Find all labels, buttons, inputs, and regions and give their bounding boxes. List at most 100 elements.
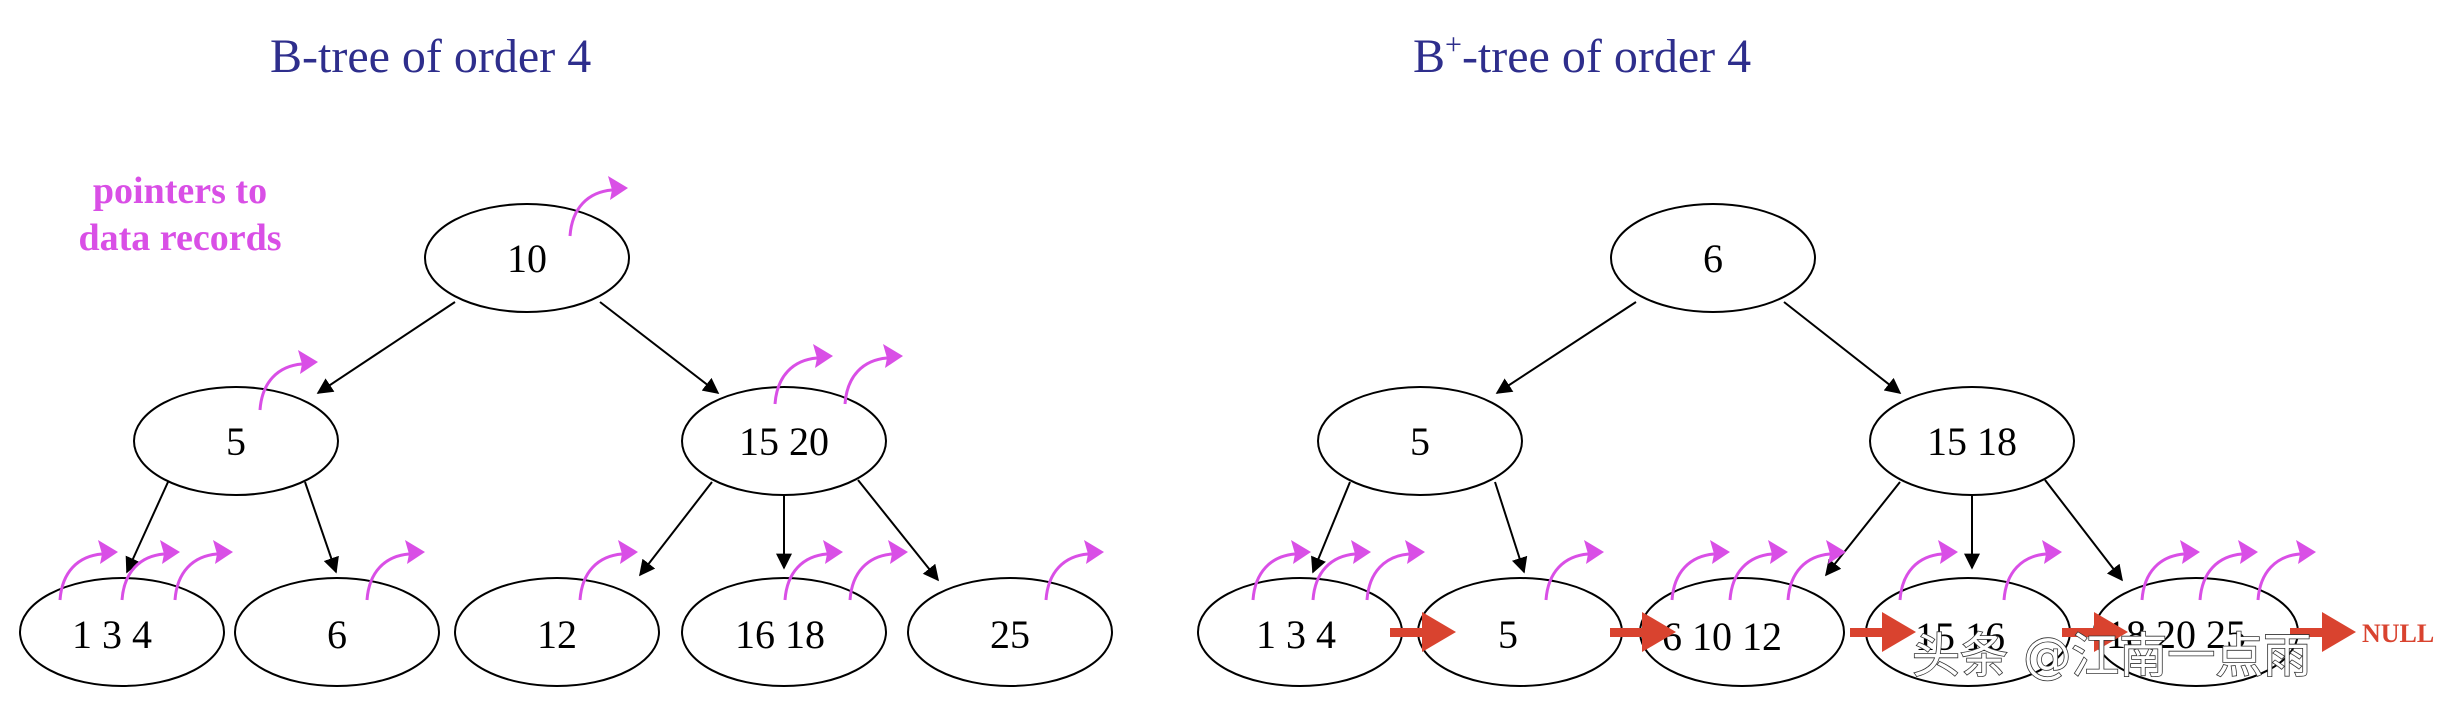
leaf-link-arrow (1390, 612, 1456, 652)
bplus-leaf-1-label: 1 3 4 (1256, 612, 1336, 657)
bplus-leaf-3-label: 6 10 12 (1662, 614, 1782, 659)
btree-edge-right-leaf5 (857, 479, 939, 582)
data-record-pointer-arrow (1251, 552, 1296, 601)
data-record-pointer-arrow (1365, 552, 1410, 601)
bplus-tree-title: B+-tree of order 4 (1413, 28, 1751, 83)
btree-edge-root-left (316, 301, 456, 394)
btree-leaf-2 (234, 577, 440, 687)
annotation-line-1: pointers to (93, 170, 267, 212)
bplus-title-prefix: B (1413, 30, 1445, 83)
leaf-link-arrow-to-null (2290, 612, 2356, 652)
btree-nodes (19, 203, 1113, 687)
bplus-right-node (1869, 386, 2075, 496)
btree-leaf-3 (454, 577, 660, 687)
bplus-title-suffix: -tree of order 4 (1462, 30, 1751, 83)
data-record-pointer-arrow (1544, 552, 1589, 601)
data-record-pointer-arrow (258, 362, 303, 411)
btree-leaf-1-label: 1 3 4 (72, 612, 152, 657)
btree-leaf-4 (681, 577, 887, 687)
bplus-edge-left-leaf2 (1494, 481, 1528, 574)
data-record-pointer-arrowhead (883, 344, 903, 368)
data-record-pointer-arrow (2002, 552, 2047, 601)
btree-leaf-5 (907, 577, 1113, 687)
btree-root-label: 10 (507, 236, 547, 281)
bplus-nodes (1197, 203, 2299, 687)
data-record-pointer-arrow (783, 552, 828, 601)
data-record-pointer-arrowhead (98, 540, 118, 564)
data-record-pointer-arrow (578, 552, 623, 601)
btree-edge-right-leaf3 (639, 481, 713, 577)
btree-edge-left-leaf2 (304, 481, 339, 574)
bplus-edge-left-leaf1 (1311, 481, 1351, 574)
watermark: 头条 @江南一点雨 (1912, 628, 2311, 684)
bplus-right-label: 15 18 (1927, 419, 2017, 464)
data-record-pointer-arrow (1670, 552, 1715, 601)
data-record-pointer-arrowhead (213, 540, 233, 564)
data-record-pointer-arrow (2198, 552, 2243, 601)
bplus-root-label: 6 (1703, 236, 1723, 281)
bplus-leaf-links (1390, 612, 2356, 652)
data-record-pointer-arrow (58, 552, 103, 601)
bplus-left-label: 5 (1410, 419, 1430, 464)
data-record-pointer-arrowhead (1405, 540, 1425, 564)
data-record-pointer-arrowhead (1826, 540, 1846, 564)
data-record-pointer-arrow (1311, 552, 1356, 601)
data-record-pointer-arrowhead (1710, 540, 1730, 564)
bplus-title-superscript: + (1445, 28, 1462, 61)
btree-edges (125, 301, 939, 582)
btree-leaf-1 (19, 577, 225, 687)
btree-title: B-tree of order 4 (270, 30, 591, 83)
data-record-pointer-arrowhead (298, 350, 318, 374)
data-record-pointer-arrowhead (1768, 540, 1788, 564)
bplus-edge-root-right (1783, 301, 1902, 394)
data-record-pointer-arrow (848, 552, 893, 601)
data-record-pointer-arrow (1728, 552, 1773, 601)
data-record-pointer-arrow (1898, 552, 1943, 601)
btree-edge-root-right (599, 301, 720, 394)
data-record-pointer-arrowhead (1084, 540, 1104, 564)
bplus-left-node (1317, 386, 1523, 496)
bplus-leaf-2-label: 5 (1498, 612, 1518, 657)
data-record-pointers (58, 176, 2316, 601)
data-record-pointer-arrowhead (2238, 540, 2258, 564)
bplus-root-node (1610, 203, 1816, 313)
data-record-pointer-arrowhead (1938, 540, 1958, 564)
data-record-pointer-arrowhead (160, 540, 180, 564)
leaf-link-arrow (2062, 612, 2128, 652)
btree-right-node (681, 386, 887, 496)
bplus-edges (1311, 301, 2123, 582)
bplus-edge-right-leaf3 (1825, 481, 1901, 577)
data-record-pointer-arrow (173, 552, 218, 601)
data-record-pointer-arrowhead (405, 540, 425, 564)
btree-edge-left-leaf1 (125, 481, 169, 574)
data-record-pointer-arrow (2256, 552, 2301, 601)
data-record-pointer-arrowhead (1351, 540, 1371, 564)
annotation-line-2: data records (79, 217, 282, 259)
data-record-pointer-arrowhead (813, 344, 833, 368)
btree-leaf-5-label: 25 (990, 612, 1030, 657)
data-record-pointer-arrowhead (608, 176, 628, 200)
btree-leaf-2-label: 6 (327, 612, 347, 657)
data-record-pointer-arrow (120, 552, 165, 601)
data-record-pointer-arrowhead (1584, 540, 1604, 564)
data-record-pointer-arrow (1786, 552, 1831, 601)
data-record-pointer-arrowhead (823, 540, 843, 564)
data-record-pointer-arrow (2140, 552, 2185, 601)
null-label: NULL (2362, 619, 2434, 648)
data-record-pointer-arrowhead (618, 540, 638, 564)
leaf-link-arrow (1850, 612, 1916, 652)
data-record-pointer-arrow (773, 356, 818, 405)
data-record-pointer-arrowhead (2296, 540, 2316, 564)
data-record-pointer-arrow (843, 356, 888, 405)
bplus-labels: 6 5 15 18 1 3 4 5 6 10 12 15 16 18 20 25 (1256, 236, 2246, 659)
data-record-pointer-arrowhead (2042, 540, 2062, 564)
btree-leaf-3-label: 12 (537, 612, 577, 657)
bplus-edge-root-left (1495, 301, 1637, 394)
bplus-leaf-4-label: 15 16 (1915, 614, 2005, 659)
btree-left-node (133, 386, 339, 496)
btree-leaf-4-label: 16 18 (735, 612, 825, 657)
bplus-edge-right-leaf5 (2044, 479, 2123, 582)
btree-root-node (424, 203, 630, 313)
data-record-pointer-arrow (1044, 552, 1089, 601)
